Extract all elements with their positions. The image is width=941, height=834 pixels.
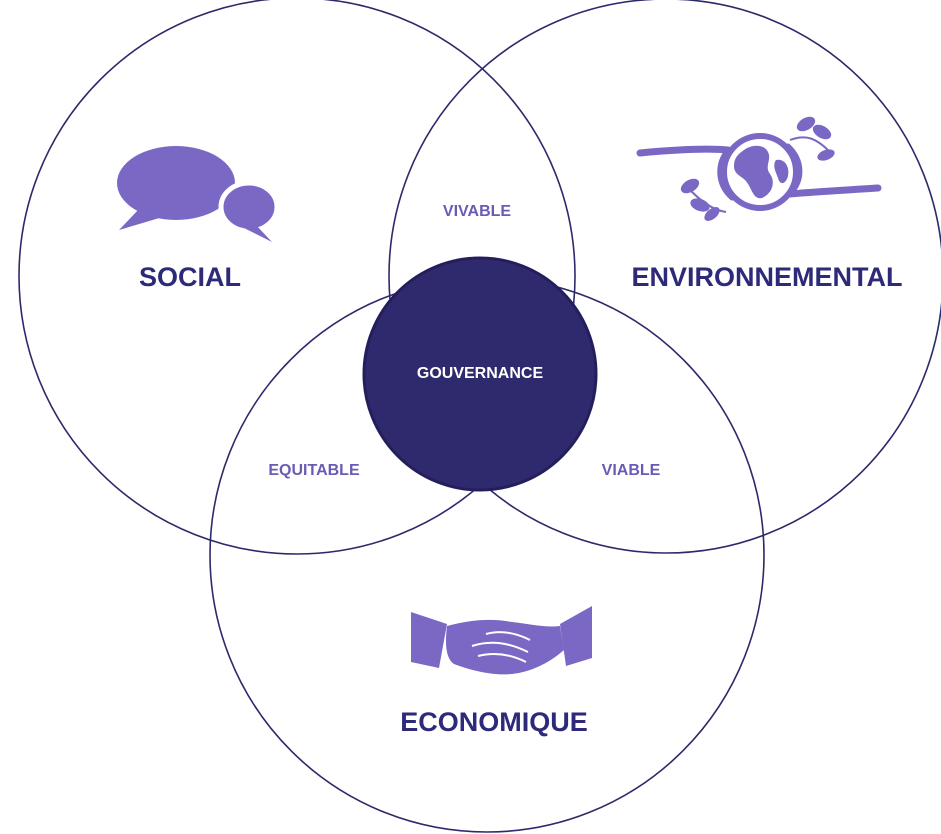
governance-label: GOUVERNANCE <box>417 365 544 382</box>
equitable-label: EQUITABLE <box>268 462 360 479</box>
environmental-circle <box>388 0 941 554</box>
speech-bubbles-icon <box>117 146 280 242</box>
governance-circle <box>362 256 598 492</box>
environmental-label: ENVIRONNEMENTAL <box>631 262 902 292</box>
handshake-icon <box>411 606 592 675</box>
social-label: SOCIAL <box>139 262 241 292</box>
globe-in-hands-icon <box>636 116 882 221</box>
viable-label: VIABLE <box>602 462 661 479</box>
vivable-label: VIVABLE <box>443 203 511 220</box>
social-circle <box>18 0 576 555</box>
economic-label: ECONOMIQUE <box>400 707 588 737</box>
